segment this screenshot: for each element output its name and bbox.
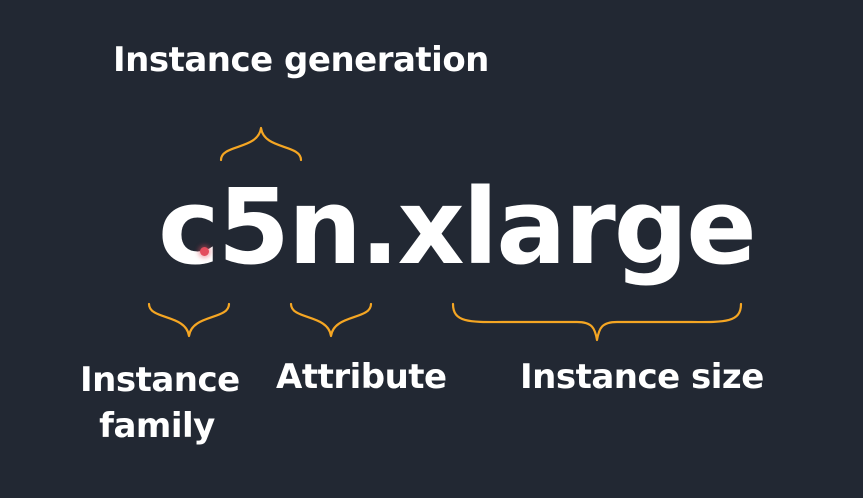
- family-brace: [147, 302, 231, 338]
- instance-size-label: Instance size: [520, 357, 764, 397]
- attribute-label: Attribute: [276, 357, 447, 397]
- instance-type-name: c5n.xlarge: [158, 166, 757, 288]
- attribute-brace: [289, 302, 373, 338]
- pointer-cursor: [200, 247, 209, 256]
- size-brace: [451, 302, 743, 342]
- generation-brace: [219, 126, 303, 162]
- instance-family-label: Instance family: [80, 360, 240, 446]
- instance-generation-label: Instance generation: [113, 40, 489, 80]
